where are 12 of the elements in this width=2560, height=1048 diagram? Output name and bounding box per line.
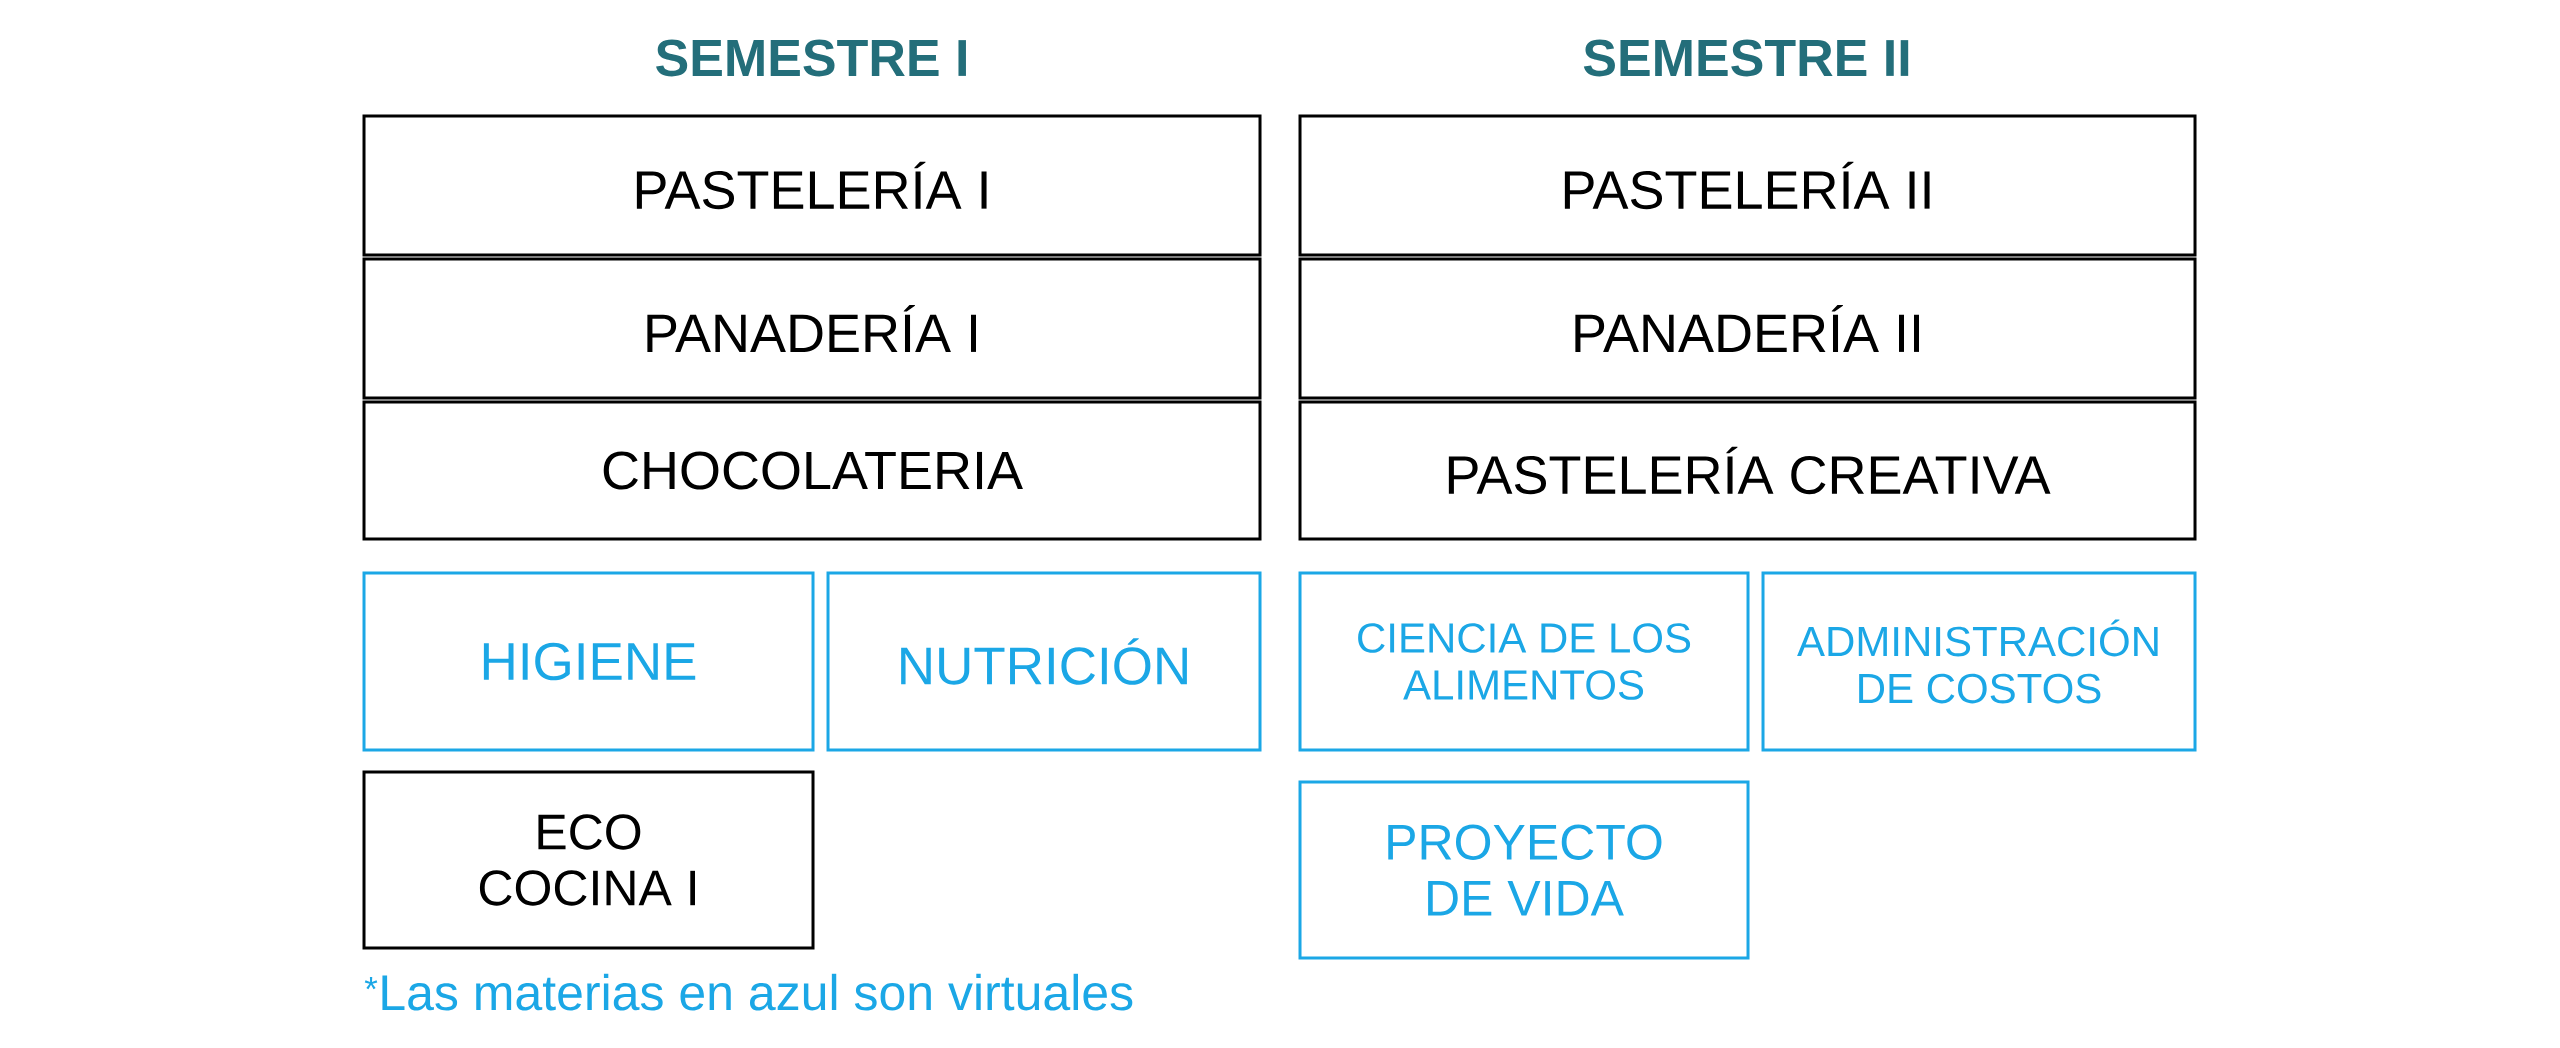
course-box: CIENCIA DE LOS ALIMENTOS [1298, 571, 1750, 752]
course-box: NUTRICIÓN [826, 571, 1262, 752]
course-box: ECO COCINA I [362, 770, 815, 950]
course-box: PANADERÍA II [1298, 257, 2197, 400]
course-box: HIGIENE [362, 571, 815, 752]
course-box: PASTELERÍA CREATIVA [1298, 400, 2197, 541]
course-box: CHOCOLATERIA [362, 400, 1262, 541]
course-box: PROYECTO DE VIDA [1298, 780, 1750, 960]
course-box: PASTELERÍA I [362, 114, 1262, 257]
course-box: ADMINISTRACIÓN DE COSTOS [1761, 571, 2197, 752]
course-box: PASTELERÍA II [1298, 114, 2197, 257]
course-box: PANADERÍA I [362, 257, 1262, 400]
